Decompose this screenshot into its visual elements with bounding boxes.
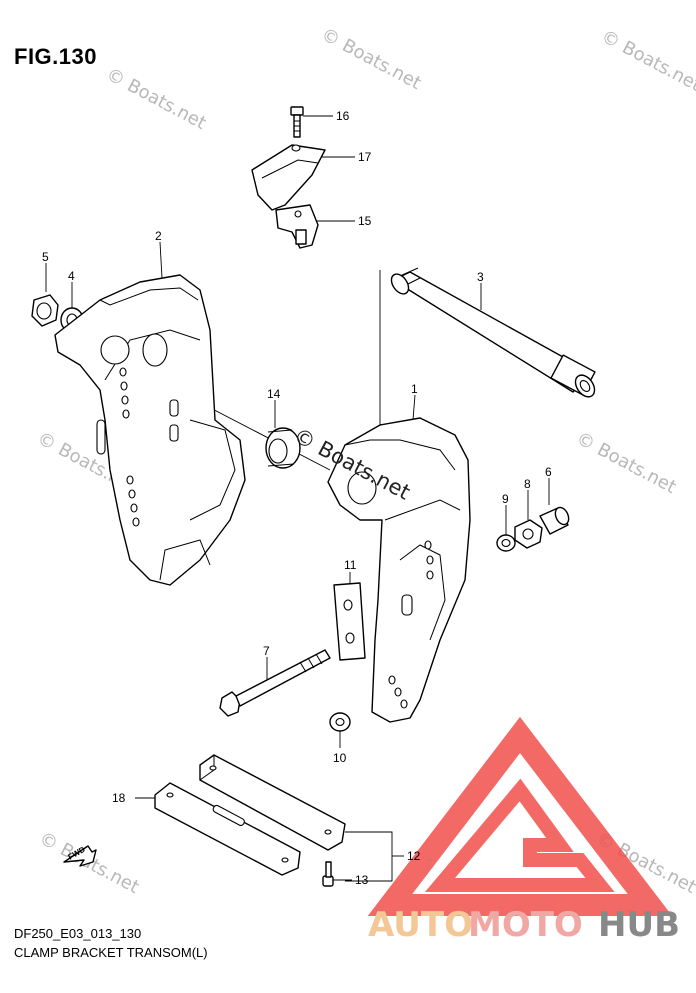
callout-4: 4 [68,269,75,283]
callout-16: 16 [336,109,350,123]
bracket-1-adjust-holes [388,540,434,709]
part-18-pad-lower [154,782,301,876]
part-12-pad-upper [199,754,346,851]
part-9-washer [496,534,516,552]
callout-13: 13 [355,873,369,887]
part-6-collar [539,506,570,535]
watermark-top-left: © Boats.net [103,64,210,134]
part-17-cover [251,144,326,211]
part-2-clamp-bracket [54,274,246,586]
callout-14: 14 [267,387,281,401]
callout-17: 17 [358,150,372,164]
figure-name: CLAMP BRACKET TRANSOM(L) [14,945,208,960]
callout-6: 6 [545,465,552,479]
part-13-screw [322,861,334,887]
logo-moto: MOTO [468,905,583,945]
callout-2: 2 [155,229,162,243]
callout-15: 15 [358,214,372,228]
part-14-bushing [265,427,301,469]
callout-9: 9 [502,492,509,506]
logo-hub: HUB [598,905,680,945]
callout-8: 8 [524,477,531,491]
bracket-2-adjust-holes [119,367,140,527]
callout-1: 1 [411,382,418,396]
logo-text: AUTO MOTO HUB [368,905,680,945]
callout-5: 5 [42,250,49,264]
callout-numbers: 16 17 15 2 5 4 3 1 14 6 8 9 11 7 10 18 1… [42,109,552,887]
callout-10: 10 [333,751,347,765]
callout-3: 3 [477,270,484,284]
callout-12: 12 [407,849,421,863]
figure-title: FIG.130 [14,44,97,69]
part-8-nut [514,519,543,549]
callout-18: 18 [112,791,126,805]
part-10-washer [329,712,351,732]
part-3-tilt-tube [390,267,596,398]
logo-auto: AUTO [368,905,473,945]
part-5-nut [31,294,59,327]
watermark-mid-right: © Boats.net [573,428,680,498]
part-7-bolt [219,649,331,717]
logo-triangle [367,716,673,916]
watermark-top-right: © Boats.net [598,26,696,96]
figure-code: DF250_E03_013_130 [14,926,142,941]
callout-7: 7 [263,644,270,658]
part-11-plate [333,582,366,661]
watermark-top-center: © Boats.net [318,24,425,94]
callout-11: 11 [344,558,357,572]
part-15-bracket [275,204,319,249]
part-16-bolt [290,106,304,138]
part-1-clamp-bracket [327,417,471,723]
